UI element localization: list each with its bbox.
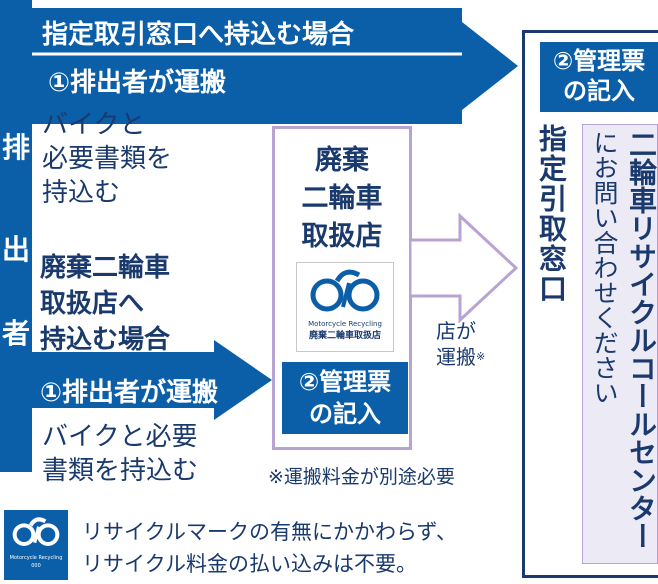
bottom-note-logo-caption: Motorcycle Recycling	[9, 555, 63, 561]
window-vertical-title: 指定引取窓口	[535, 124, 568, 304]
shop-transport-mark: ※	[476, 350, 486, 363]
top-route-desc-line1: バイクと	[42, 110, 146, 140]
shop-title-line2: 二輪車	[301, 183, 383, 214]
discharger-label-3: 者	[1, 317, 30, 350]
shop-logo: Motorcycle Recycling 廃棄二輪車取扱店	[296, 262, 394, 352]
bottom-route-title-line2: 取扱店へ	[40, 289, 145, 319]
shop-title-line3: 取扱店	[301, 221, 383, 252]
bottom-note-logo-sub: 000	[31, 563, 41, 569]
bottom-note-line2: リサイクル料金の払い込みは不要。	[82, 552, 417, 576]
shop-title: 廃棄 二輪車 取扱店	[275, 142, 409, 256]
bottom-route-step1: ①排出者が運搬	[40, 378, 219, 408]
bottom-route-title-line3: 持込む場合	[40, 325, 171, 355]
shop-to-window-arrow	[410, 212, 519, 324]
shop-logo-caption: Motorcycle Recycling	[308, 320, 382, 328]
bottom-route-title-line1: 廃棄二輪車	[40, 253, 171, 283]
discharger-label-1: 排	[1, 131, 30, 164]
shop-transport-line1: 店が	[436, 319, 476, 343]
shop-title-line1: 廃棄	[315, 145, 369, 176]
bottom-note-logo: Motorcycle Recycling 000	[4, 510, 68, 580]
top-route-step1: ①排出者が運搬	[48, 68, 227, 98]
bottom-note-line1: リサイクルマークの有無にかかわらず、	[82, 520, 458, 544]
top-route-arrow	[0, 8, 518, 124]
shop-manifest-line2: の記入	[309, 400, 381, 428]
bottom-route-desc-line1: バイクと必要	[42, 422, 198, 452]
top-route-desc-line3: 持込む	[42, 178, 121, 208]
top-route-desc: バイクと 必要書類を 持込む	[42, 108, 172, 210]
shop-logo-label: 廃棄二輪車取扱店	[308, 331, 381, 341]
top-route-title: 指定取引窓口へ持込む場合	[42, 20, 355, 50]
window-manifest-line2: の記入	[563, 77, 635, 105]
motorcycle-recycling-icon	[310, 269, 380, 312]
window-manifest-line1: ②管理票	[552, 47, 646, 75]
window-manifest-box: ②管理票 の記入	[540, 42, 658, 112]
bottom-note-text: リサイクルマークの有無にかかわらず、 リサイクル料金の払い込みは不要。	[82, 516, 457, 580]
bottom-route-title: 廃棄二輪車 取扱店へ 持込む場合	[40, 250, 170, 358]
shop-manifest-box: ②管理票 の記入	[282, 362, 408, 434]
transport-fee-footnote: ※運搬料金が別途必要	[268, 466, 455, 488]
bottom-route-desc-line2: 書類を持込む	[42, 456, 199, 486]
callcenter-panel	[582, 124, 658, 564]
discharger-label-2: 出	[1, 233, 30, 266]
callcenter-text: にお問い合わせください	[590, 130, 619, 405]
shop-manifest-line1: ②管理票	[298, 368, 392, 396]
bottom-route-desc: バイクと必要 書類を持込む	[42, 420, 198, 488]
bottom-route-arrow	[0, 340, 272, 420]
callcenter-name: 二輪車リサイクルコールセンター	[625, 130, 658, 550]
motorcycle-recycling-icon	[12, 517, 60, 547]
shop-transport-line2: 運搬	[436, 345, 476, 369]
top-route-desc-line2: 必要書類を	[42, 144, 173, 174]
shop-transport-label: 店が 運搬※	[436, 318, 485, 370]
